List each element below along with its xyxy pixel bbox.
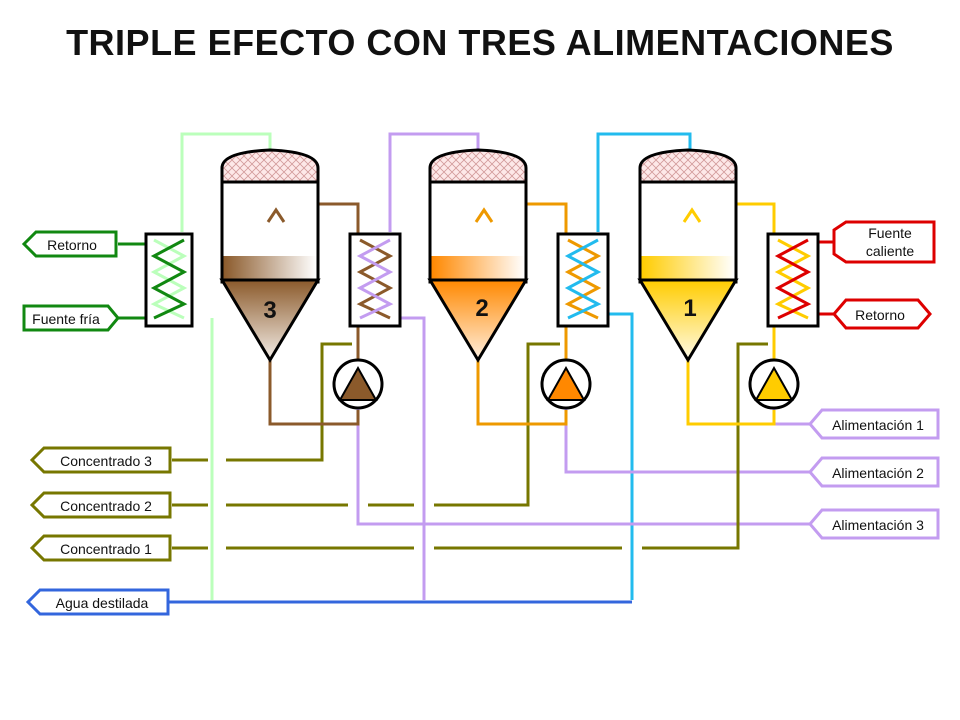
- tag-concentrado-3: Concentrado 3: [29, 446, 172, 474]
- tag-retorno-right: Retorno: [832, 298, 932, 330]
- page-title: TRIPLE EFECTO CON TRES ALIMENTACIONES: [66, 22, 894, 63]
- tag-alimentacion-2: Alimentación 2: [808, 456, 940, 488]
- evaporator-3: 3: [219, 148, 321, 363]
- heat-exchanger-3: [348, 232, 402, 328]
- svg-text:Fuente: Fuente: [868, 225, 912, 241]
- pump-3: [332, 358, 384, 410]
- pump-2: [540, 358, 592, 410]
- svg-text:Concentrado 3: Concentrado 3: [60, 453, 152, 469]
- tag-alimentacion-1: Alimentación 1: [808, 408, 940, 440]
- svg-text:Retorno: Retorno: [855, 307, 905, 323]
- svg-text:Fuente fría: Fuente fría: [32, 311, 100, 327]
- svg-text:caliente: caliente: [866, 243, 914, 259]
- svg-text:Alimentación 3: Alimentación 3: [832, 517, 924, 533]
- tag-fuente-fria: Fuente fría: [22, 304, 120, 332]
- evaporator-1: 1: [637, 148, 739, 363]
- svg-text:Retorno: Retorno: [47, 237, 97, 253]
- tag-agua-destilada: Agua destilada: [25, 588, 170, 616]
- tag-concentrado-1: Concentrado 1: [29, 534, 172, 562]
- tag-alimentacion-3: Alimentación 3: [808, 508, 940, 540]
- svg-text:Alimentación 1: Alimentación 1: [832, 417, 924, 433]
- effect-number-2: 2: [475, 295, 488, 322]
- cold-source-line: [118, 242, 146, 320]
- svg-text:Concentrado 1: Concentrado 1: [60, 541, 152, 557]
- heat-exchanger-1: [766, 232, 820, 328]
- tag-concentrado-2: Concentrado 2: [29, 491, 172, 519]
- heat-exchanger-2: [556, 232, 610, 328]
- condenser: [144, 232, 194, 328]
- effect-number-3: 3: [263, 297, 276, 324]
- concentrate-line-1: [172, 342, 768, 550]
- concentrate-line-3: [172, 342, 352, 462]
- svg-text:Alimentación 2: Alimentación 2: [832, 465, 924, 481]
- svg-text:Concentrado 2: Concentrado 2: [60, 498, 152, 514]
- concentrate-line-2: [172, 342, 560, 507]
- vapor-line-3: [180, 132, 272, 600]
- evaporator-2: 2: [427, 148, 529, 363]
- tag-fuente-caliente: Fuente caliente: [832, 220, 936, 264]
- svg-text:Agua destilada: Agua destilada: [56, 595, 149, 611]
- pump-1: [748, 358, 800, 410]
- effect-number-1: 1: [683, 295, 696, 322]
- tag-retorno-left: Retorno: [21, 230, 118, 258]
